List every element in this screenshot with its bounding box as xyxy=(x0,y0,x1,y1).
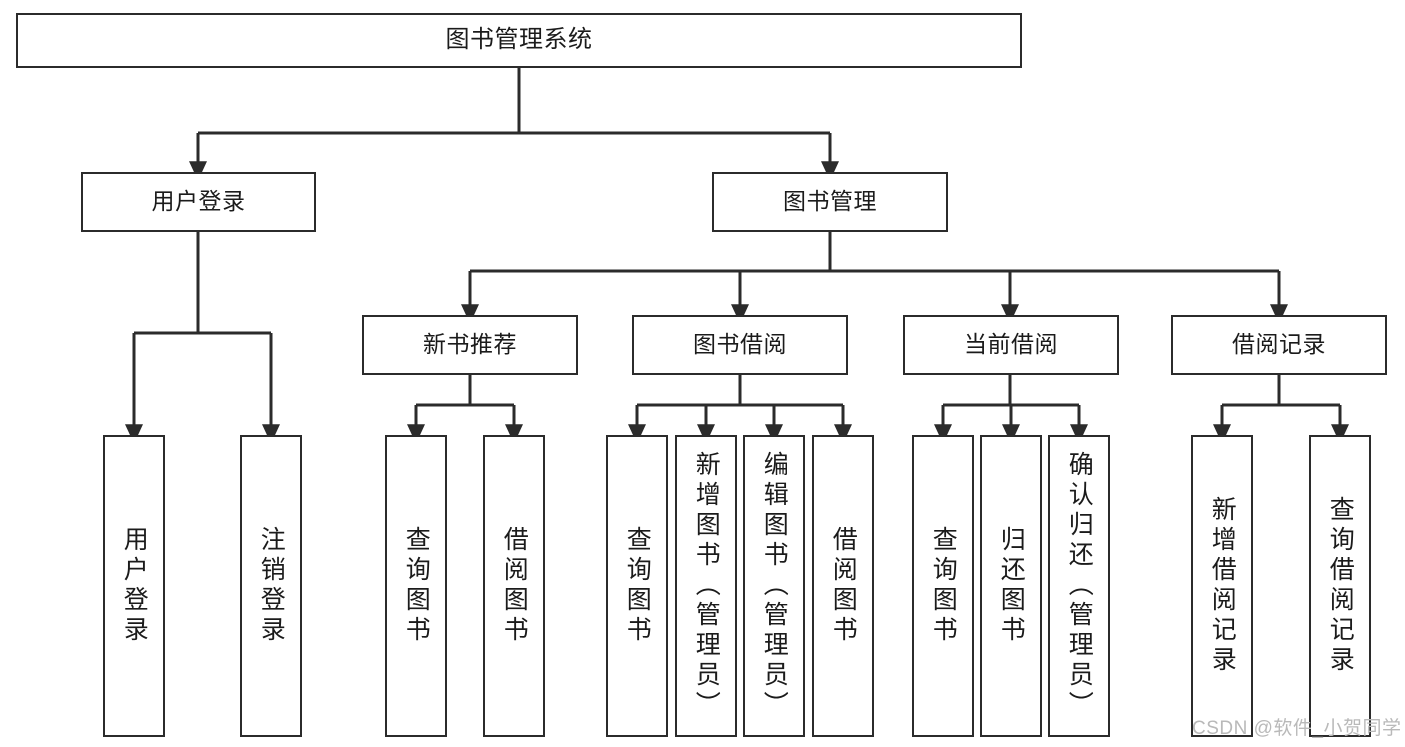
node-label: 编辑图书（管理员） xyxy=(760,451,789,721)
leaf-query-book-borrow[interactable]: 查询图书 xyxy=(606,435,668,737)
leaf-return-book[interactable]: 归还图书 xyxy=(980,435,1042,737)
node-root-system[interactable]: 图书管理系统 xyxy=(16,13,1022,68)
leaf-user-login[interactable]: 用户登录 xyxy=(103,435,165,737)
node-label: 注销登录 xyxy=(257,526,286,646)
watermark-text: CSDN @软件_小贺同学 xyxy=(1192,718,1402,739)
leaf-edit-book-admin[interactable]: 编辑图书（管理员） xyxy=(743,435,805,737)
leaf-add-book-admin[interactable]: 新增图书（管理员） xyxy=(675,435,737,737)
node-label: 用户登录 xyxy=(151,188,246,215)
node-new-book-recommend[interactable]: 新书推荐 xyxy=(362,315,578,375)
node-book-management[interactable]: 图书管理 xyxy=(712,172,948,232)
node-label: 图书借阅 xyxy=(693,331,787,358)
node-label: 新增借阅记录 xyxy=(1208,496,1237,676)
leaf-add-borrow-record[interactable]: 新增借阅记录 xyxy=(1191,435,1253,737)
node-label: 新增图书（管理员） xyxy=(692,451,721,721)
node-label: 图书管理系统 xyxy=(445,26,593,54)
node-borrow-record[interactable]: 借阅记录 xyxy=(1171,315,1387,375)
leaf-confirm-return-admin[interactable]: 确认归还（管理员） xyxy=(1048,435,1110,737)
node-label: 用户登录 xyxy=(120,526,149,646)
leaf-borrow-book-recommend[interactable]: 借阅图书 xyxy=(483,435,545,737)
node-label: 查询图书 xyxy=(623,526,652,646)
leaf-borrow-book[interactable]: 借阅图书 xyxy=(812,435,874,737)
node-label: 查询图书 xyxy=(929,526,958,646)
node-label: 借阅记录 xyxy=(1232,331,1326,358)
node-label: 新书推荐 xyxy=(423,331,517,358)
node-user-login[interactable]: 用户登录 xyxy=(81,172,316,232)
node-label: 归还图书 xyxy=(997,526,1026,646)
node-label: 当前借阅 xyxy=(964,331,1058,358)
leaf-query-book-current[interactable]: 查询图书 xyxy=(912,435,974,737)
leaf-query-borrow-record[interactable]: 查询借阅记录 xyxy=(1309,435,1371,737)
leaf-logout[interactable]: 注销登录 xyxy=(240,435,302,737)
node-label: 查询借阅记录 xyxy=(1326,496,1355,676)
node-label: 借阅图书 xyxy=(500,526,529,646)
node-book-borrow[interactable]: 图书借阅 xyxy=(632,315,848,375)
node-label: 借阅图书 xyxy=(829,526,858,646)
leaf-query-book-recommend[interactable]: 查询图书 xyxy=(385,435,447,737)
node-label: 确认归还（管理员） xyxy=(1065,451,1094,721)
node-label: 图书管理 xyxy=(783,188,877,215)
node-current-borrow[interactable]: 当前借阅 xyxy=(903,315,1119,375)
node-label: 查询图书 xyxy=(402,526,431,646)
